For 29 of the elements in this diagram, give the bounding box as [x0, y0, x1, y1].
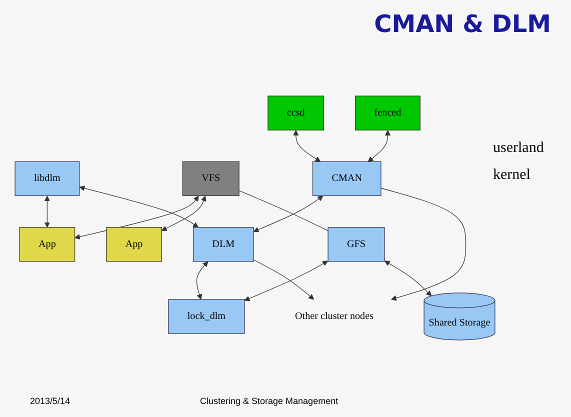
node-box: DLM	[192, 227, 254, 262]
layer-label: kernel	[493, 167, 532, 184]
arrow	[368, 130, 391, 162]
arrow	[196, 261, 208, 300]
arrow	[79, 186, 198, 228]
arrow	[161, 196, 206, 231]
node-box: ccsd	[268, 96, 324, 130]
node-box: CMAN	[312, 161, 382, 196]
connector	[238, 190, 328, 231]
footer-text: Clustering & Storage Management	[200, 396, 338, 406]
arrow	[253, 260, 314, 300]
layer-label: userland	[493, 140, 545, 157]
node-text: Other cluster nodes	[294, 310, 374, 322]
node-box: lock_dlm	[168, 299, 245, 334]
arrow	[74, 196, 199, 240]
slide-title: CMAN & DLM	[374, 10, 551, 38]
arrow	[380, 188, 466, 301]
node-box: GFS	[328, 227, 385, 262]
node-box: App	[106, 227, 162, 262]
node-box: App	[19, 227, 76, 262]
arrow	[253, 196, 324, 232]
node-box: VFS	[182, 161, 240, 196]
arrow	[293, 130, 321, 162]
date-text: 2013/5/14	[30, 396, 70, 406]
node-box: libdlm	[14, 161, 80, 196]
node-box: fenced	[355, 96, 420, 130]
arrow	[244, 260, 328, 302]
arrow	[44, 196, 50, 228]
arrow	[384, 260, 432, 296]
